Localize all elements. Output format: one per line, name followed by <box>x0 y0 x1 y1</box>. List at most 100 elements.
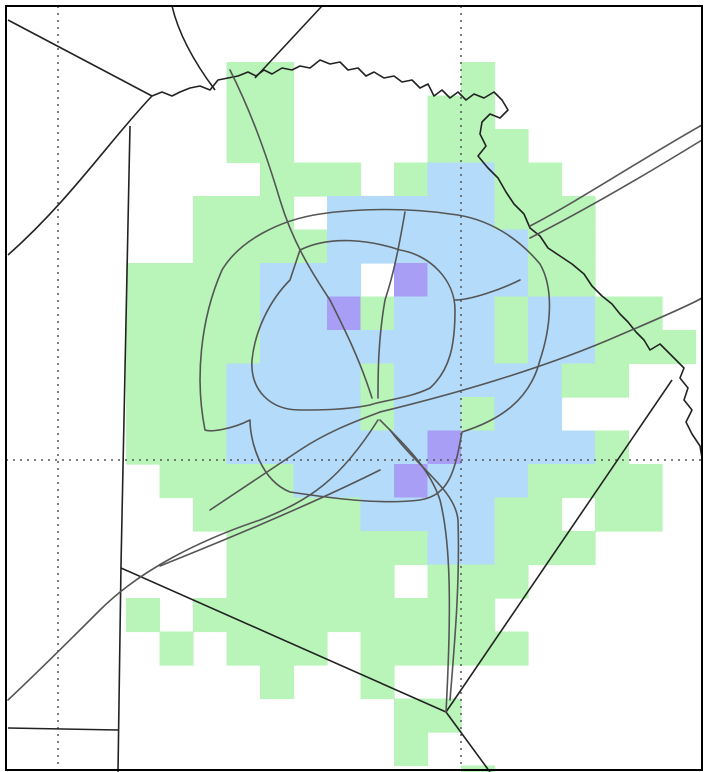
density-cell <box>226 598 261 633</box>
highway-i10-northeast-1 <box>529 124 703 227</box>
highway-southwest-arc <box>159 469 381 567</box>
density-cell <box>293 397 328 432</box>
density-cell <box>360 430 395 465</box>
density-cell <box>528 363 563 398</box>
density-cell <box>159 397 194 432</box>
density-cell <box>327 229 362 264</box>
density-cell <box>327 531 362 566</box>
density-cell <box>494 296 529 331</box>
density-cell <box>126 330 161 365</box>
density-cell <box>226 397 261 432</box>
density-cell <box>126 363 161 398</box>
density-cell <box>260 464 295 499</box>
density-cell <box>260 229 295 264</box>
density-cell <box>226 129 261 164</box>
density-cell <box>561 229 596 264</box>
density-cell <box>293 363 328 398</box>
density-cell <box>126 296 161 331</box>
density-cell <box>360 196 395 231</box>
density-cell <box>159 296 194 331</box>
density-cell <box>494 363 529 398</box>
boundary-northwest-diagonal <box>7 19 153 97</box>
density-cell <box>494 464 529 499</box>
density-cell <box>461 464 496 499</box>
density-cell <box>327 598 362 633</box>
density-cell <box>394 330 429 365</box>
density-cell <box>461 765 496 772</box>
highway-i35-north <box>229 69 373 399</box>
density-cell <box>293 631 328 666</box>
density-cell <box>394 598 429 633</box>
density-cell <box>461 564 496 599</box>
boundary-south-spur <box>445 711 491 772</box>
density-cell <box>595 464 630 499</box>
density-cell <box>528 464 563 499</box>
density-cell <box>159 430 194 465</box>
density-cell <box>126 430 161 465</box>
boundary-west-curve <box>7 95 153 256</box>
density-cell <box>427 229 462 264</box>
density-cell <box>226 631 261 666</box>
density-cell <box>260 598 295 633</box>
density-cell <box>327 564 362 599</box>
density-cell <box>427 397 462 432</box>
density-cell <box>628 330 663 365</box>
density-cell <box>360 464 395 499</box>
highway-i10-northeast-2 <box>529 139 703 239</box>
density-cell <box>461 330 496 365</box>
density-cell <box>561 296 596 331</box>
density-cell <box>394 397 429 432</box>
density-cell <box>293 330 328 365</box>
boundary-north-diagonal <box>254 5 323 79</box>
density-cell <box>327 397 362 432</box>
density-cell <box>327 330 362 365</box>
spur-east <box>454 279 521 301</box>
density-cell <box>494 263 529 298</box>
density-cell <box>628 464 663 499</box>
density-cell <box>461 363 496 398</box>
density-cell <box>528 263 563 298</box>
density-cell <box>662 330 697 365</box>
density-cell <box>461 129 496 164</box>
density-cell <box>494 129 529 164</box>
density-cell <box>427 95 462 130</box>
density-cell <box>595 330 630 365</box>
loop-410 <box>251 239 456 411</box>
density-cell <box>427 162 462 197</box>
density-cell <box>327 430 362 465</box>
density-cell <box>394 162 429 197</box>
density-cell <box>394 531 429 566</box>
density-cell <box>193 263 228 298</box>
density-cell <box>126 598 161 633</box>
density-cell <box>260 263 295 298</box>
highway-us90-west <box>7 419 379 701</box>
density-cell <box>494 430 529 465</box>
density-cell <box>427 698 462 733</box>
density-cell <box>360 531 395 566</box>
density-cell <box>327 296 362 331</box>
boundary-southwest-diagonal <box>120 567 447 713</box>
density-cell <box>528 531 563 566</box>
density-cell <box>394 497 429 532</box>
density-cell <box>494 531 529 566</box>
boundary-southwest-corner <box>7 727 119 731</box>
density-cell <box>394 631 429 666</box>
density-cell <box>159 631 194 666</box>
road-network <box>7 69 703 713</box>
density-cell <box>528 162 563 197</box>
boundary-lines <box>7 5 703 772</box>
density-cell <box>394 430 429 465</box>
density-cell <box>159 363 194 398</box>
density-cell <box>427 564 462 599</box>
density-cell <box>461 296 496 331</box>
density-cell <box>427 330 462 365</box>
density-cell <box>494 330 529 365</box>
highway-us281-north <box>377 211 406 399</box>
density-cell <box>561 263 596 298</box>
map-frame-border <box>5 5 703 771</box>
density-cell <box>327 162 362 197</box>
density-cell <box>461 531 496 566</box>
density-cell <box>360 598 395 633</box>
density-cell <box>193 196 228 231</box>
density-cell <box>260 129 295 164</box>
